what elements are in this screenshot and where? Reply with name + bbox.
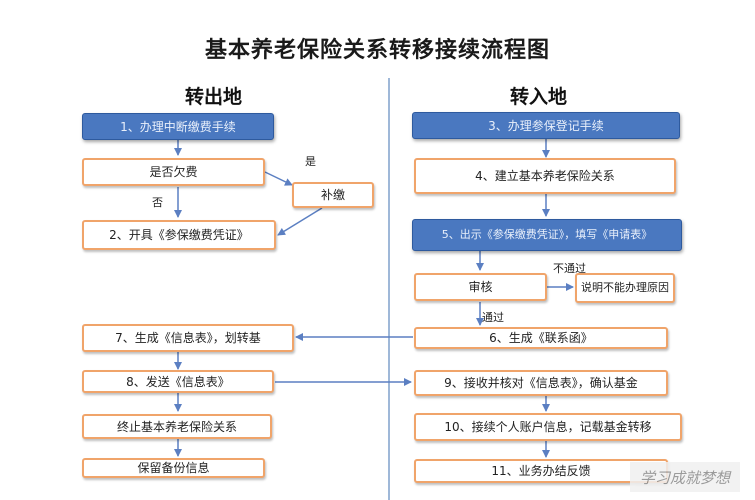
step3-box: 3、办理参保登记手续	[412, 112, 680, 139]
watermark: 学习成就梦想	[630, 462, 740, 492]
step6-box: 6、生成《联系函》	[414, 327, 668, 349]
step11-box: 11、业务办结反馈	[414, 459, 668, 483]
back-pay-box: 补缴	[292, 182, 374, 208]
no-label: 否	[152, 196, 163, 209]
step10-box: 10、接续个人账户信息，记载基金转移	[414, 413, 682, 441]
step8-box: 8、发送《信息表》	[82, 370, 274, 393]
reason-box: 说明不能办理原因	[575, 273, 675, 303]
page-title: 基本养老保险关系转移接续流程图	[204, 37, 550, 63]
not-pass-label: 不通过	[553, 262, 586, 275]
keep-backup-box: 保留备份信息	[82, 458, 265, 478]
arrears-question-box: 是否欠费	[82, 158, 265, 186]
right-column-header: 转入地	[510, 86, 568, 108]
arrow-backpay-to-step2	[277, 207, 323, 236]
step2-box: 2、开具《参保缴费凭证》	[82, 220, 276, 250]
step7-box: 7、生成《信息表》，划转基	[82, 324, 294, 352]
yes-label: 是	[305, 155, 316, 168]
left-column-header: 转出地	[185, 86, 243, 108]
step1-box: 1、办理中断缴费手续	[82, 113, 274, 140]
step4-box: 4、建立基本养老保险关系	[414, 158, 676, 194]
column-divider	[388, 78, 390, 500]
pass-label: 通过	[482, 311, 504, 324]
step9-box: 9、接收并核对《信息表》，确认基金	[414, 370, 668, 396]
arrow-q-to-backpay	[264, 171, 293, 186]
review-box: 审核	[414, 273, 547, 301]
step5-box: 5、出示《参保缴费凭证》，填写《申请表》	[412, 219, 682, 251]
terminate-box: 终止基本养老保险关系	[82, 414, 272, 439]
